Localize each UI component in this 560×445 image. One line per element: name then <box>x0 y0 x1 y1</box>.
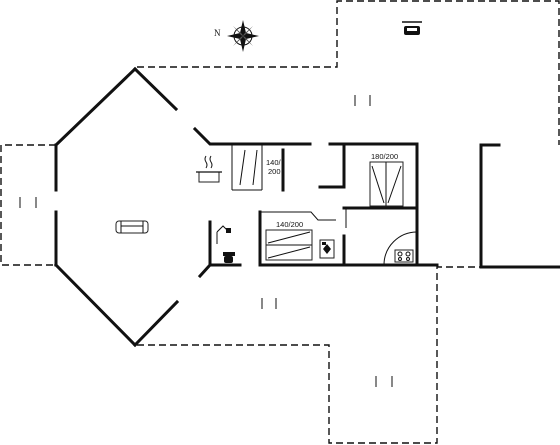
bed-140-lower: 140/200 <box>265 220 313 261</box>
bed-140-upper: 140/ 200 <box>239 149 283 186</box>
bed-size-label: 180/200 <box>371 152 398 161</box>
car-icon <box>402 21 422 35</box>
wall-se-stub <box>132 299 180 348</box>
window-markers <box>19 95 393 387</box>
hob-icon <box>394 249 414 263</box>
annex-wall <box>479 143 560 269</box>
door-swing-arc <box>383 231 418 266</box>
bed-size-line-2: 200 <box>268 167 281 176</box>
wall-bedroom-east <box>328 142 439 267</box>
sofa-icon <box>115 220 149 234</box>
bed-size-label: 140/200 <box>276 220 303 229</box>
bed-size-label: 140/ 200 <box>266 158 283 176</box>
compass-icon <box>227 20 259 52</box>
bed-mark <box>239 149 246 186</box>
wall-ne-stub <box>132 66 179 112</box>
cooking-pot-icon <box>196 155 222 183</box>
wall-sw <box>53 262 138 348</box>
hall-partition <box>318 142 346 189</box>
south-terrace-outline <box>137 266 481 444</box>
shower-icon <box>216 225 231 244</box>
wall-bath-corner <box>197 262 213 279</box>
wall-kitchen-north <box>192 126 312 146</box>
north-label: N <box>214 28 221 38</box>
interior-walls <box>231 142 419 267</box>
exterior-walls <box>53 66 439 348</box>
bed-mark <box>252 149 258 186</box>
bath-north-wall <box>260 211 336 221</box>
wall-nw <box>53 66 138 148</box>
north-terrace-outline <box>137 0 560 145</box>
bed-size-line-1: 140/ <box>266 158 282 167</box>
toilet-icon <box>223 252 235 263</box>
annex-walls <box>479 143 560 269</box>
washing-machine-icon <box>319 239 335 259</box>
bed-180: 180/200 <box>369 152 404 207</box>
west-terrace-outline <box>0 144 56 266</box>
